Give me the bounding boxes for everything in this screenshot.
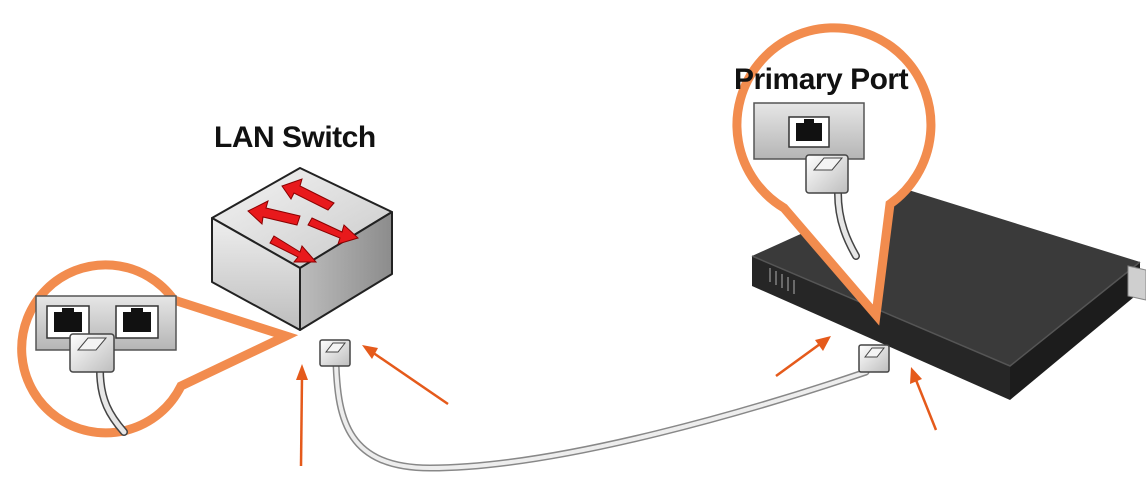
rj45-plug-icon <box>69 333 128 436</box>
switch-arrows <box>247 178 359 263</box>
lan-switch-icon <box>211 167 393 331</box>
rj45-plug-icon <box>319 339 351 367</box>
pointer-arrows <box>296 336 938 467</box>
rj45-plug-icon <box>858 344 890 373</box>
primary-port-callout <box>732 23 936 326</box>
lan-switch-label: LAN Switch <box>214 121 376 154</box>
pointer-arrow <box>910 367 938 431</box>
network-cable-icon <box>332 360 870 472</box>
ethernet-port-icon <box>753 102 865 160</box>
pointer-arrow <box>362 345 449 406</box>
pointer-arrow <box>775 336 831 378</box>
primary-port-label: Primary Port <box>734 63 909 96</box>
ethernet-port-icon <box>35 295 177 351</box>
switch-port-callout <box>17 260 299 438</box>
rj45-plug-icon <box>805 154 860 260</box>
appliance-vents <box>769 268 795 294</box>
pointer-arrow <box>296 364 308 467</box>
